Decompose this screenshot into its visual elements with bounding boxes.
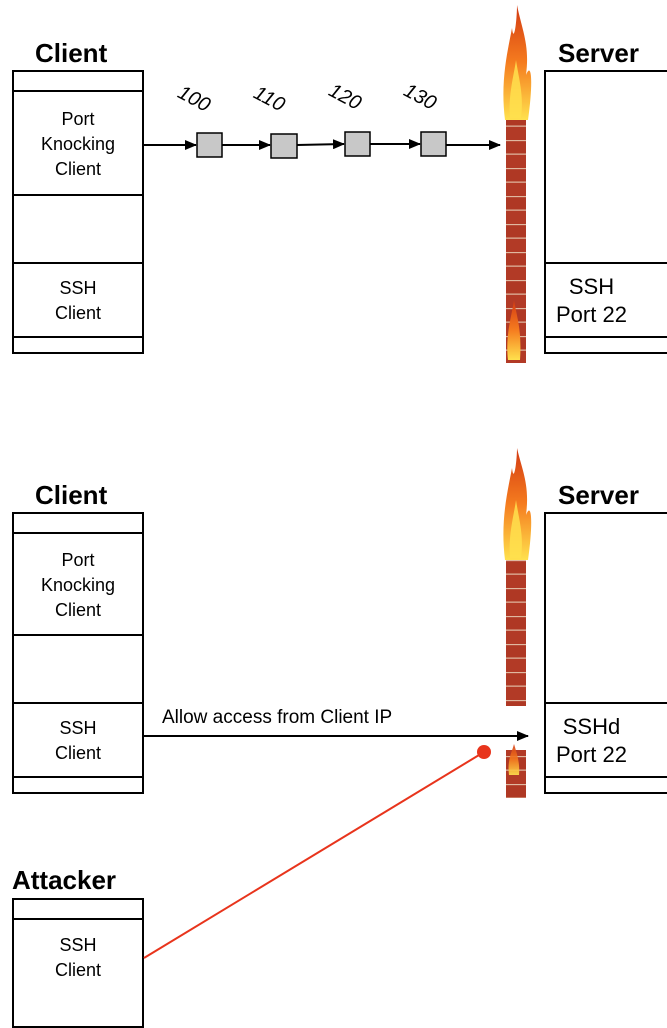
footer-cell: [14, 336, 142, 354]
client-title-bottom: Client: [35, 480, 108, 510]
client-title-top: Client: [35, 38, 108, 68]
server-box-bottom: SSHd Port 22: [544, 512, 667, 794]
server-title-top: Server: [558, 38, 639, 68]
footer-cell: [14, 776, 142, 794]
server-box-top: SSH Port 22: [544, 70, 667, 354]
flame-icon-small: [507, 300, 521, 360]
attacker-box: SSH Client: [12, 898, 144, 1028]
client-box-bottom: Port Knocking Client SSH Client: [12, 512, 144, 794]
packet-100: [196, 132, 223, 158]
footer-cell: [546, 336, 667, 354]
packet-120: [344, 131, 371, 157]
attacker-ssh-client-cell: SSH Client: [14, 918, 142, 996]
ssh-port22-cell: SSH Port 22: [546, 262, 667, 338]
client-box-top: Port Knocking Client SSH Client: [12, 70, 144, 354]
flame-icon: [503, 5, 532, 120]
footer-cell: [546, 776, 667, 794]
flame-icon-small: [508, 744, 520, 775]
knock-sequence: [144, 131, 501, 159]
server-title-bottom: Server: [558, 480, 639, 510]
ssh-client-cell: SSH Client: [14, 262, 142, 338]
firewall-top: [503, 5, 532, 363]
packet-110: [270, 133, 298, 159]
firewall-bottom: [503, 448, 532, 798]
ssh-client-cell: SSH Client: [14, 702, 142, 778]
knock-arrow-3: [296, 139, 345, 150]
empty-cell: [14, 634, 142, 704]
empty-cell: [14, 194, 142, 264]
port-knocking-client-cell: Port Knocking Client: [14, 90, 142, 196]
sshd-port22-cell: SSHd Port 22: [546, 702, 667, 778]
port-knocking-client-cell: Port Knocking Client: [14, 532, 142, 636]
attacker-title: Attacker: [12, 865, 117, 895]
blocked-point: [477, 745, 491, 759]
packet-130: [420, 131, 447, 157]
allow-access-label: Allow access from Client IP: [162, 707, 393, 728]
flame-icon: [503, 448, 532, 560]
attacker-blocked-line: [143, 751, 485, 959]
